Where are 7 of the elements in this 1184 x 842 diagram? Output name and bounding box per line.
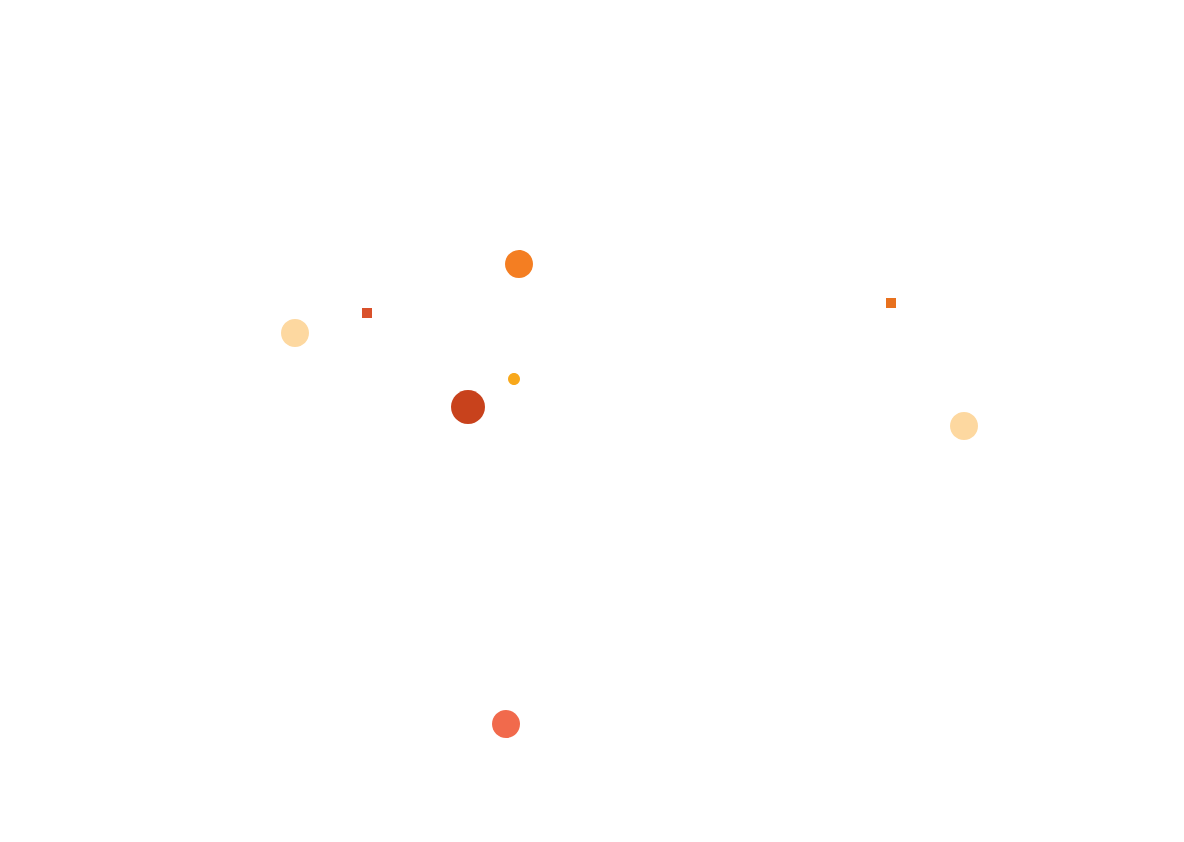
dot xyxy=(492,710,520,738)
dot xyxy=(281,319,309,347)
dot xyxy=(451,390,485,424)
dot xyxy=(505,250,533,278)
dot xyxy=(950,412,978,440)
square-marker xyxy=(362,308,372,318)
square-marker xyxy=(886,298,896,308)
